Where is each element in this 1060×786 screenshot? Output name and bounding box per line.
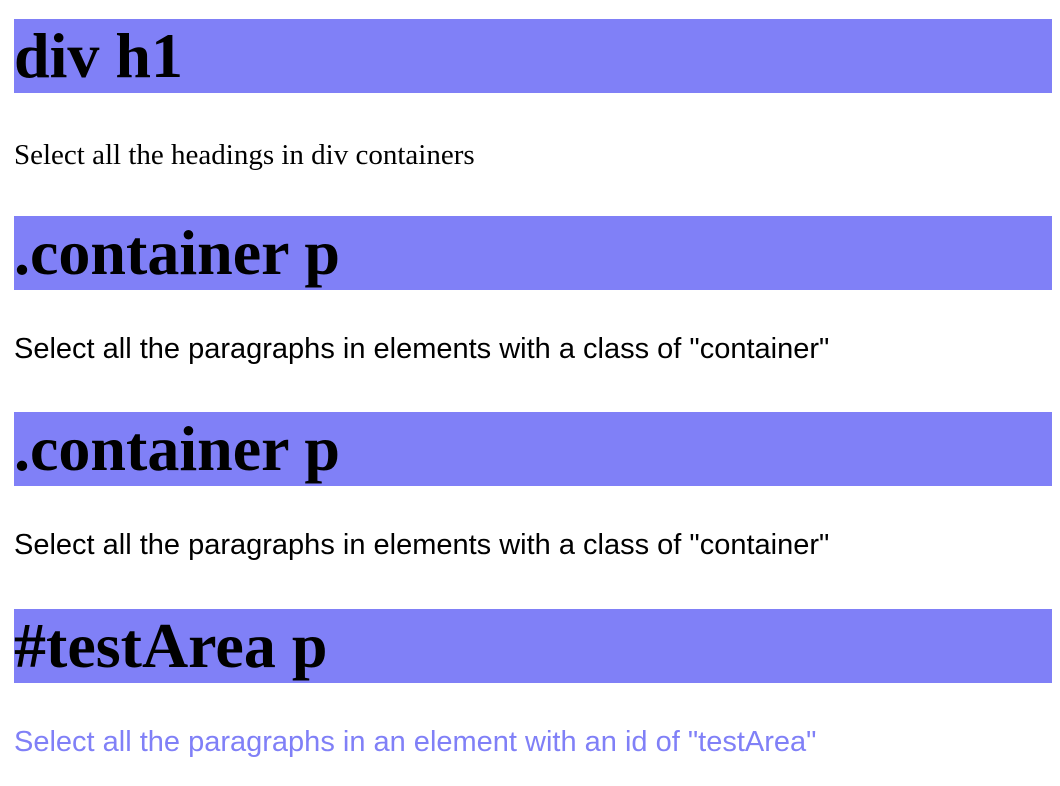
section-description: Select all the paragraphs in elements wi…	[14, 529, 830, 561]
section-container-p-2: .container p Select all the paragraphs i…	[14, 412, 1052, 561]
section-description: Select all the paragraphs in an element …	[14, 726, 817, 758]
section-div-h1: div h1 Select all the headings in div co…	[14, 19, 1052, 171]
section-heading: .container p	[14, 216, 1052, 290]
section-testarea-p: #testArea p Select all the paragraphs in…	[14, 609, 1052, 758]
section-description: Select all the headings in div container…	[14, 139, 475, 171]
section-container-p-1: .container p Select all the paragraphs i…	[14, 216, 1052, 365]
section-heading: .container p	[14, 412, 1052, 486]
section-description: Select all the paragraphs in elements wi…	[14, 333, 830, 365]
section-heading: #testArea p	[14, 609, 1052, 683]
section-heading: div h1	[14, 19, 1052, 93]
